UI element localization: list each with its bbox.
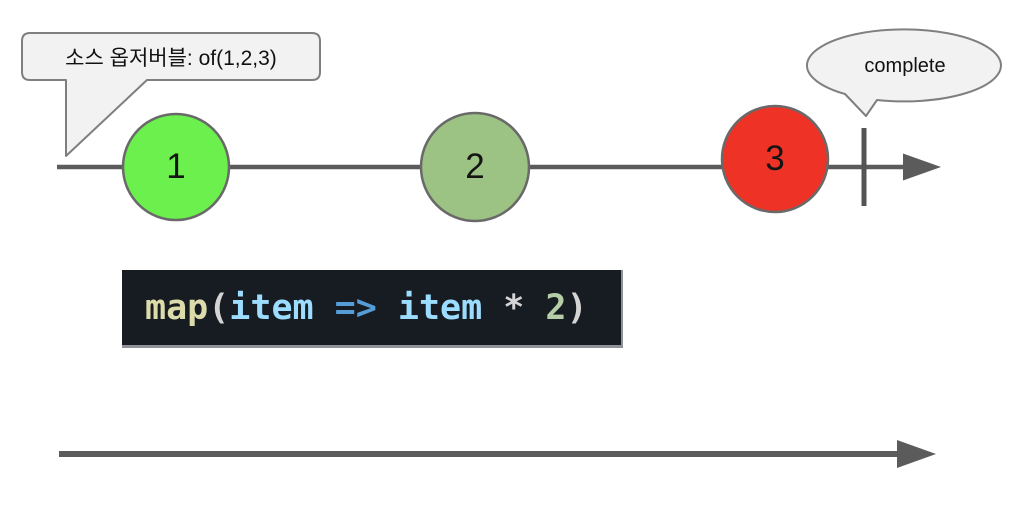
event-value-1: 1: [166, 147, 186, 186]
code-token-arrow: =>: [334, 287, 398, 328]
event-value-3: 3: [765, 139, 785, 178]
code-token-param: item: [229, 287, 335, 328]
complete-callout-label: complete: [864, 54, 946, 77]
code-token-number: 2: [545, 287, 567, 328]
source-timeline-arrowhead-icon: [903, 153, 941, 181]
code-token-param2: item: [397, 287, 504, 328]
event-circle-3: [720, 104, 830, 214]
complete-callout-bubble: [805, 28, 1002, 117]
event-value-2: 2: [465, 147, 485, 186]
source-callout-label: 소스 옵저버블: of(1,2,3): [65, 46, 277, 70]
event-circle-1: [121, 112, 231, 222]
code-token-star: *: [503, 287, 546, 328]
code-token-fn: map: [145, 287, 209, 328]
event-circle-2: [419, 111, 531, 223]
output-timeline-arrowhead-icon: [897, 440, 936, 468]
code-token-open-paren: (: [208, 287, 230, 328]
source-callout-bubble: [21, 32, 321, 157]
operator-code-block: map(item => item * 2): [122, 270, 623, 348]
code-token-close-paren: ): [566, 287, 588, 328]
